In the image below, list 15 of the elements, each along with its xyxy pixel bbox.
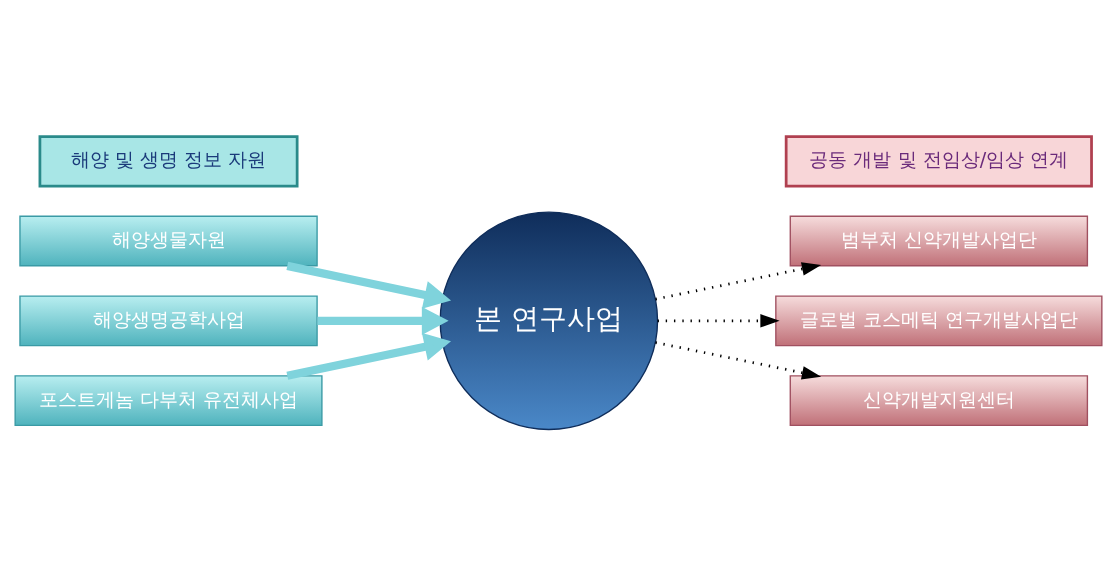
node-box: 해양 및 생명 정보 자원	[38, 134, 299, 187]
arrow	[655, 261, 822, 300]
node-box: 신약개발지원센터	[789, 374, 1089, 426]
arrow	[286, 261, 451, 309]
node-box: 포스트게놈 다부처 유전체사업	[14, 374, 323, 426]
arrow	[655, 340, 822, 379]
node-circle: 본 연구사업	[439, 210, 659, 430]
node-box: 해양생물자원	[19, 215, 318, 266]
node-box: 범부처 신약개발사업단	[789, 215, 1089, 266]
node-box: 해양생명공학사업	[19, 294, 318, 346]
arrow	[317, 306, 449, 335]
node-box: 공동 개발 및 전임상/임상 연계	[784, 134, 1093, 187]
arrow	[657, 313, 780, 328]
node-box: 글로벌 코스메틱 연구개발사업단	[775, 294, 1103, 346]
arrow	[286, 332, 451, 380]
